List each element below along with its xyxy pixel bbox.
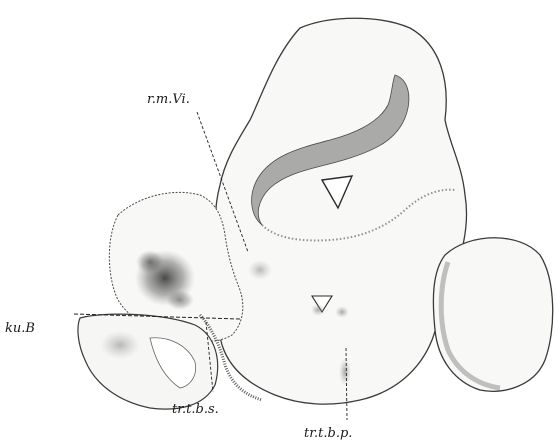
label-trtbs: tr.t.b.s. [172,403,219,416]
stipple-lower-middle [339,358,351,386]
label-trtbp: tr.t.b.p. [304,427,352,440]
label-kub: ku.B [5,322,35,335]
nucleus-right [335,306,349,318]
label-rmvi: r.m.Vi. [147,93,190,106]
nucleus-left [311,304,325,316]
lower-left-lobe [78,314,218,409]
right-lobe-outline [433,238,552,392]
